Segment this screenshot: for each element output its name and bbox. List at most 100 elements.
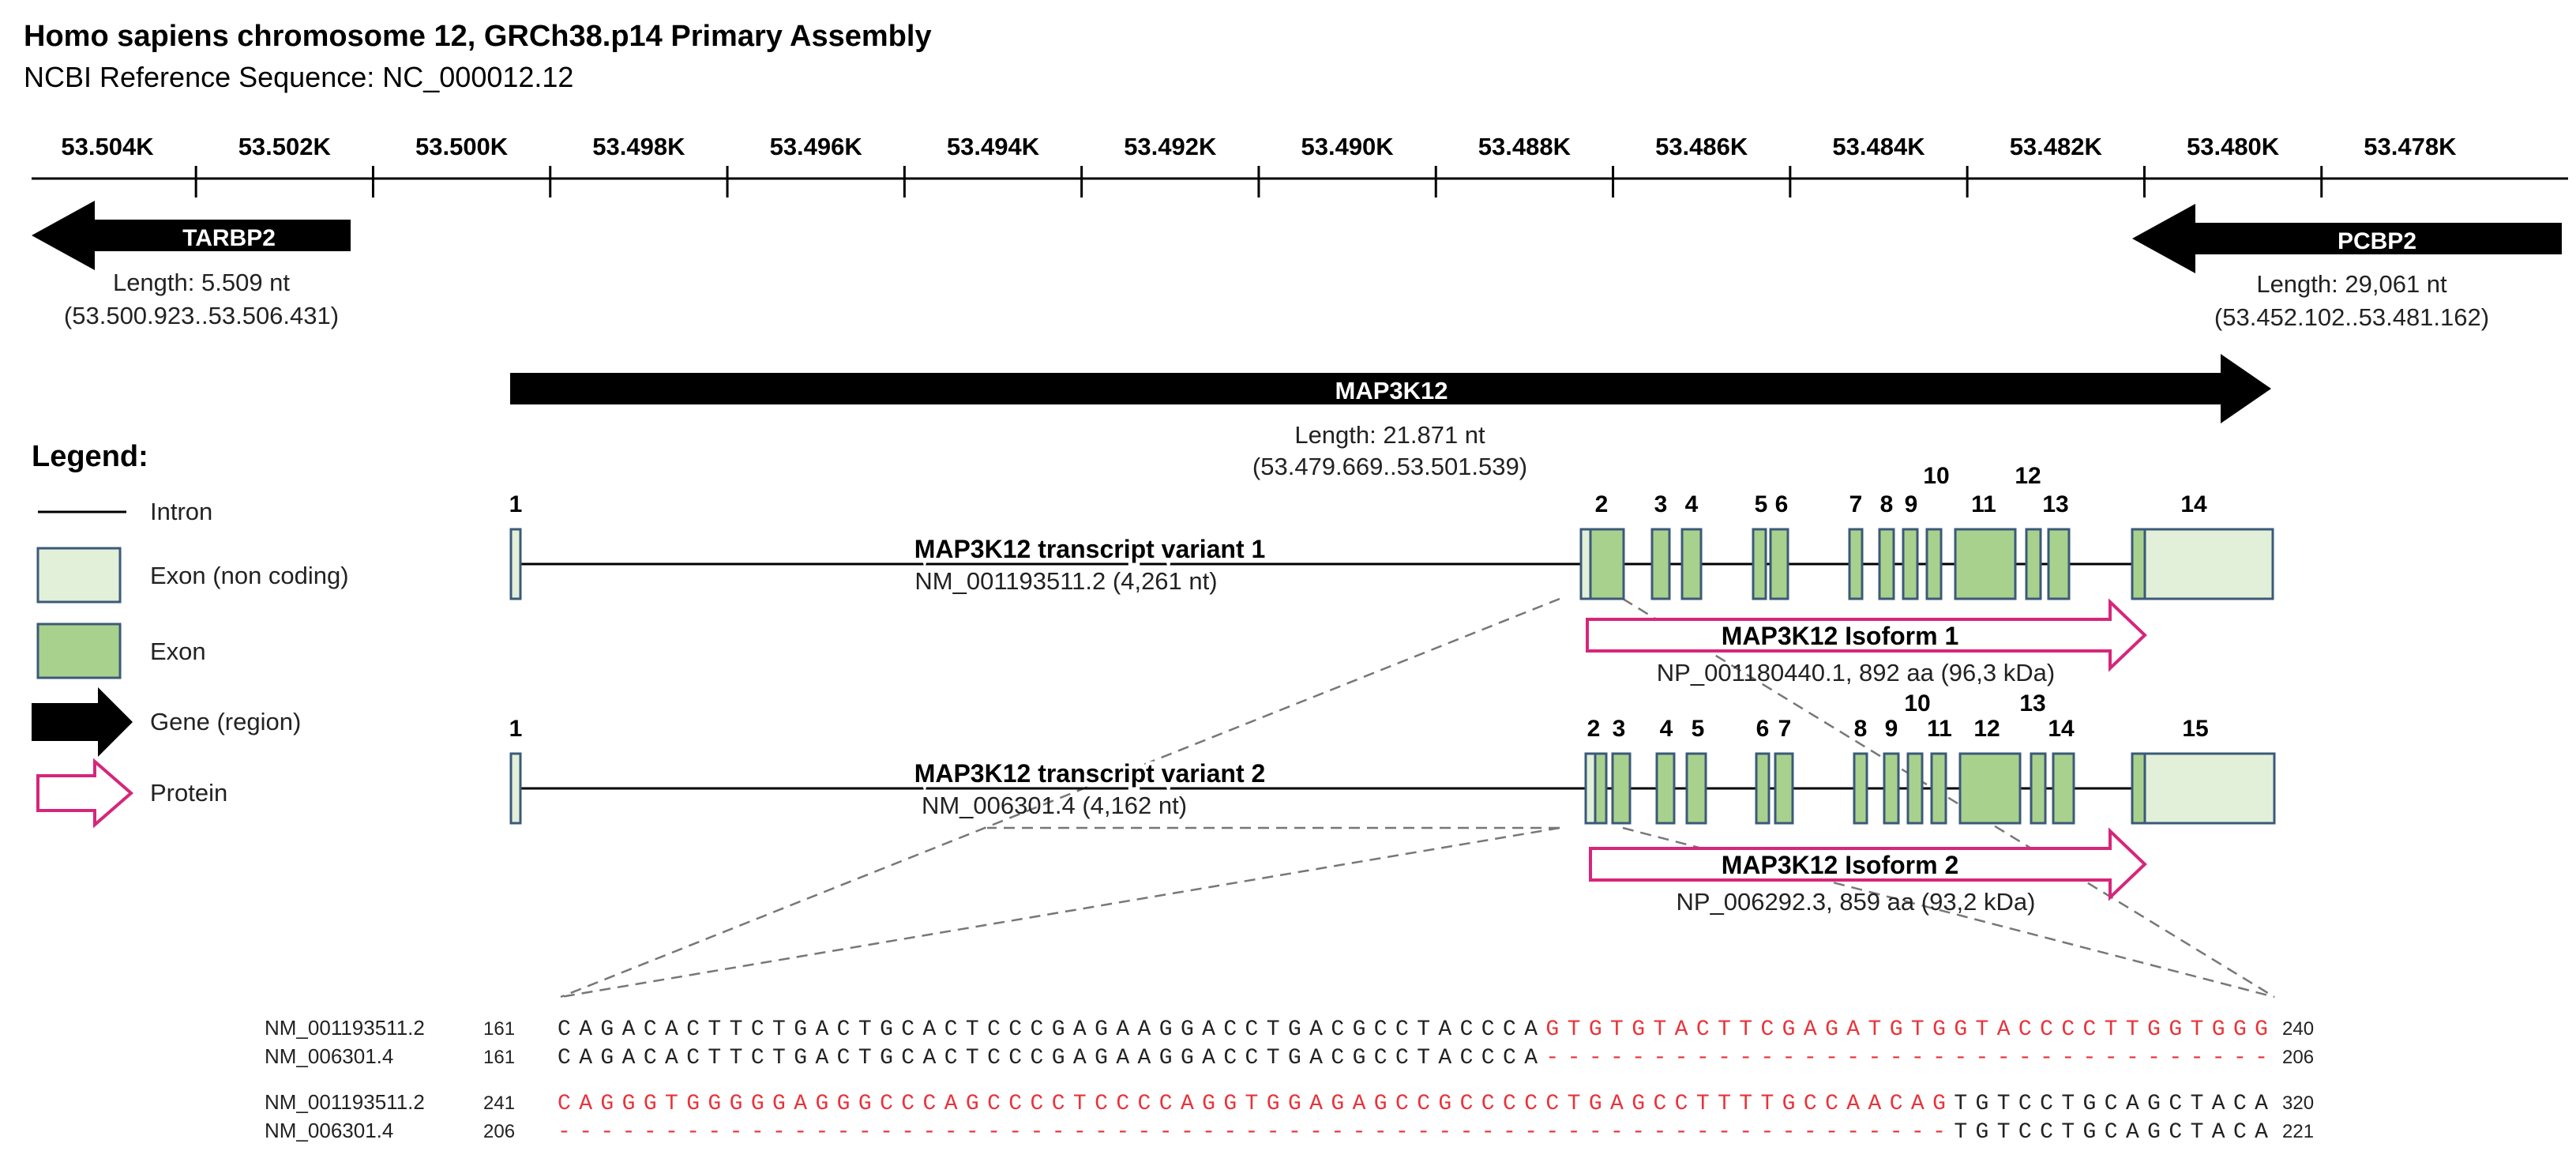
- zoom-line: [560, 597, 1560, 999]
- legend-gene-arrow: [32, 687, 133, 757]
- gene-arrow-map3k12: [510, 354, 2271, 423]
- exon-number: 13: [2019, 690, 2045, 717]
- gene-length-map3k12: Length: 21.871 nt: [1294, 421, 1485, 449]
- exon-number: 5: [1692, 716, 1705, 742]
- alignment-seq-label: NM_006301.4: [265, 1044, 393, 1068]
- seq-matched: TGTCCTGCAGCTACA: [1954, 1120, 2268, 1145]
- zoom-guides: [560, 597, 2275, 999]
- exon-number: 1: [509, 716, 523, 742]
- seq-matched: CAGACACTTCTGACTGCACTCCCGAGAAGGACCTGACGCC…: [558, 1046, 1538, 1070]
- exon: [1752, 528, 1767, 600]
- page-subtitle: NCBI Reference Sequence: NC_000012.12: [24, 61, 573, 93]
- gene-range-tarbp2: (53.500.923..53.506.431): [64, 302, 339, 329]
- ruler-tick-label: 53.500K: [415, 133, 509, 160]
- exon-number: 4: [1685, 491, 1699, 517]
- gene-range-map3k12: (53.479.669..53.501.539): [1252, 453, 1527, 480]
- ruler-tick-label: 53.486K: [1655, 133, 1748, 160]
- isoform-name: MAP3K12 Isoform 1: [1722, 622, 1959, 650]
- exon: [1954, 528, 2017, 600]
- legend: Legend: Intron Exon (non coding) Exon Ge…: [32, 440, 349, 829]
- seq-gap: ----------------------------------: [1545, 1046, 2268, 1070]
- exon: [1906, 752, 1924, 825]
- exon: [2047, 528, 2071, 600]
- alignment-end-pos: 240: [2282, 1018, 2314, 1040]
- protein-arrow: [1586, 598, 2147, 672]
- ruler-tick-label: 53.482K: [2010, 133, 2103, 160]
- exon: [1883, 752, 1900, 825]
- transcript-variant-1: 1 2 3 4 5 6 7 8 9 10 11 12 13 14 MAP3K12…: [509, 463, 2274, 600]
- isoform-name: MAP3K12 Isoform 2: [1722, 851, 1959, 879]
- legend-exon-label: Exon: [150, 638, 206, 665]
- exon-noncoding: [1584, 752, 1597, 825]
- exon: [2052, 752, 2075, 825]
- alignment-sequence: CAGACACTTCTGACTGCACTCCCGAGAAGGACCTGACGCC…: [558, 1046, 2268, 1070]
- zoom-line: [1622, 597, 2275, 999]
- exon: [1848, 528, 1864, 600]
- exon: [1611, 752, 1632, 825]
- exon: [1878, 528, 1895, 600]
- exon-noncoding: [2143, 528, 2274, 600]
- exon-noncoding: [1579, 528, 1592, 600]
- exon-number: 4: [1660, 716, 1673, 742]
- alignment-start-pos: 161: [483, 1047, 515, 1068]
- exon-number: 12: [2015, 463, 2041, 489]
- gene-label-tarbp2: TARBP2: [182, 225, 276, 251]
- seq-gap: ----------------------------------------…: [558, 1120, 1946, 1145]
- exon-number: 9: [1905, 491, 1918, 517]
- exon: [1853, 752, 1868, 825]
- gene-arrow-pcbp2: [2132, 204, 2562, 273]
- gene-tarbp2: TARBP2 Length: 5.509 nt (53.500.923..53.…: [32, 201, 351, 329]
- exon-number: 13: [2042, 491, 2068, 517]
- exon-number: 3: [1654, 491, 1668, 517]
- legend-title: Legend:: [32, 440, 148, 473]
- gene-length-tarbp2: Length: 5.509 nt: [113, 269, 290, 296]
- exon: [1774, 752, 1794, 825]
- exon-number: 14: [2180, 491, 2207, 517]
- exon: [1958, 752, 2022, 825]
- exon: [2025, 528, 2042, 600]
- isoform-info: NP_001180440.1, 892 aa (96,3 kDa): [1657, 659, 2055, 686]
- alignment-end-pos: 206: [2282, 1047, 2314, 1068]
- seq-insert: GTGTGTACTTCGAGATGTGGTACCCCTTGGTGGG: [1545, 1017, 2268, 1042]
- alignment-seq-label: NM_001193511.2: [265, 1016, 425, 1040]
- exon-noncoding: [509, 528, 522, 600]
- exon-number: 14: [2048, 716, 2075, 742]
- exon-noncoding: [509, 752, 522, 825]
- transcript-name: MAP3K12 transcript variant 1: [914, 535, 1266, 563]
- alignment-seq-label: NM_001193511.2: [265, 1090, 425, 1114]
- exon: [1769, 528, 1789, 600]
- exon-number: 8: [1854, 716, 1868, 742]
- legend-noncoding-label: Exon (non coding): [150, 562, 349, 589]
- exon: [2131, 528, 2146, 600]
- alignment-start-pos: 241: [483, 1093, 515, 1114]
- seq-matched: TGTCCTGCAGCTACA: [1954, 1092, 2268, 1116]
- exon-number: 8: [1880, 491, 1894, 517]
- gene-length-pcbp2: Length: 29,061 nt: [2256, 270, 2447, 298]
- ruler-tick-label: 53.490K: [1301, 133, 1394, 160]
- ruler-tick-label: 53.502K: [238, 133, 332, 160]
- exon: [1930, 752, 1947, 825]
- legend-exon-swatch: [36, 622, 122, 679]
- exon-number: 1: [509, 491, 523, 517]
- exon-number: 9: [1885, 716, 1898, 742]
- exon-number: 6: [1775, 491, 1789, 517]
- legend-gene-label: Gene (region): [150, 708, 301, 735]
- exon: [1925, 528, 1943, 600]
- exon-number: 10: [1904, 690, 1930, 717]
- sequence-alignment: NM_001193511.2 161 CAGACACTTCTGACTGCACTC…: [265, 1016, 2314, 1145]
- exon-number: 2: [1595, 491, 1609, 517]
- ruler-tick-label: 53.496K: [770, 133, 863, 160]
- seq-matched: CAGACACTTCTGACTGCACTCCCGAGAAGGACCTGACGCC…: [558, 1017, 1538, 1042]
- alignment-end-pos: 320: [2282, 1093, 2314, 1114]
- ruler-tick-label: 53.480K: [2187, 133, 2280, 160]
- exon: [1655, 752, 1676, 825]
- ruler-tick-label: 53.488K: [1478, 133, 1572, 160]
- legend-protein-label: Protein: [150, 779, 227, 807]
- exon-number: 11: [1927, 716, 1952, 742]
- gene-label-pcbp2: PCBP2: [2338, 228, 2416, 254]
- exon: [1594, 752, 1608, 825]
- gene-pcbp2: PCBP2 Length: 29,061 nt (53.452.102..53.…: [2132, 204, 2562, 331]
- zoom-line: [560, 826, 1560, 999]
